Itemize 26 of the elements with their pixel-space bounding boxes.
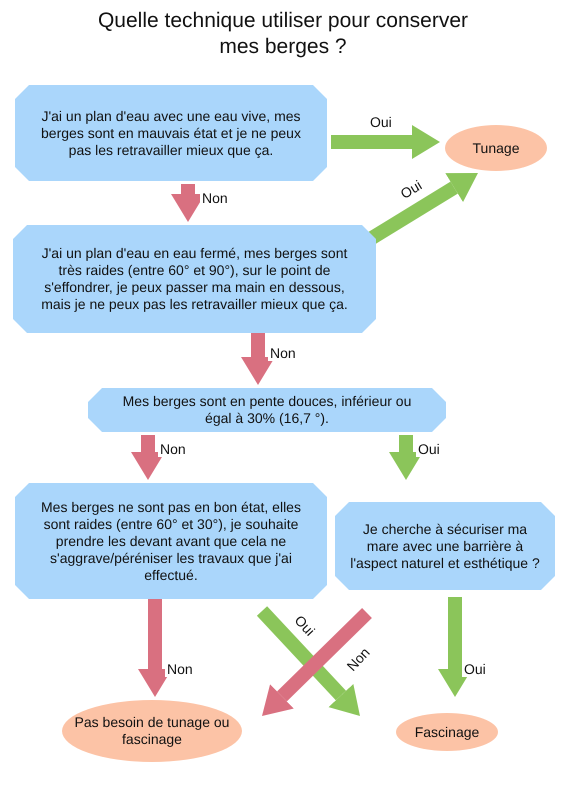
node-text: Je cherche à sécuriser ma mare avec une barrière à l'aspect naturel et esthétique ? bbox=[349, 520, 541, 572]
arrow bbox=[262, 608, 372, 716]
arrow bbox=[131, 435, 165, 480]
question-box bbox=[335, 502, 555, 590]
node-text: J'ai un plan d'eau en eau fermé, mes berges sont très raides (entre 60° et 90°), sur le point de s'effondrer, je peux passer ma main en dessous, mais je ne peux pas les retravailler mieux que ça. bbox=[40, 245, 349, 313]
node-text: Mes berges ne sont pas en bon état, elles sont raides (entre 60° et 30°), je souhaite prendre les devant avant que cela ne s'aggrave/péréniser les travaux que j'ai effectué. bbox=[40, 498, 302, 584]
node-text: J'ai un plan d'eau avec une eau vive, mes berges sont en mauvais état et je ne peux pas les retravailler mieux que ça. bbox=[40, 108, 302, 158]
arrow bbox=[256, 606, 360, 716]
edge-label: Non bbox=[268, 345, 298, 361]
node-text: Fascinage bbox=[414, 724, 480, 740]
edge-label: Non bbox=[200, 190, 230, 206]
node-text: Tunage bbox=[472, 140, 520, 156]
edge-label: Non bbox=[158, 441, 188, 457]
question-box bbox=[15, 483, 327, 599]
node-text: Pas besoin de tunage ou fascinage bbox=[74, 714, 230, 748]
arrow bbox=[331, 125, 440, 159]
edge-label: Oui bbox=[462, 661, 488, 677]
edge-label: Non bbox=[165, 661, 195, 677]
edge-label: Oui bbox=[416, 441, 442, 457]
arrow bbox=[389, 435, 423, 480]
node-text: Mes berges sont en pente douces, inférieur ou égal à 30% (16,7 °). bbox=[122, 393, 412, 427]
question-box bbox=[13, 225, 376, 333]
question-box bbox=[15, 85, 327, 181]
edge-label: Oui bbox=[368, 114, 394, 130]
title: Quelle technique utiliser pour conserver mes berges ? bbox=[96, 8, 470, 60]
question-box bbox=[88, 388, 446, 432]
